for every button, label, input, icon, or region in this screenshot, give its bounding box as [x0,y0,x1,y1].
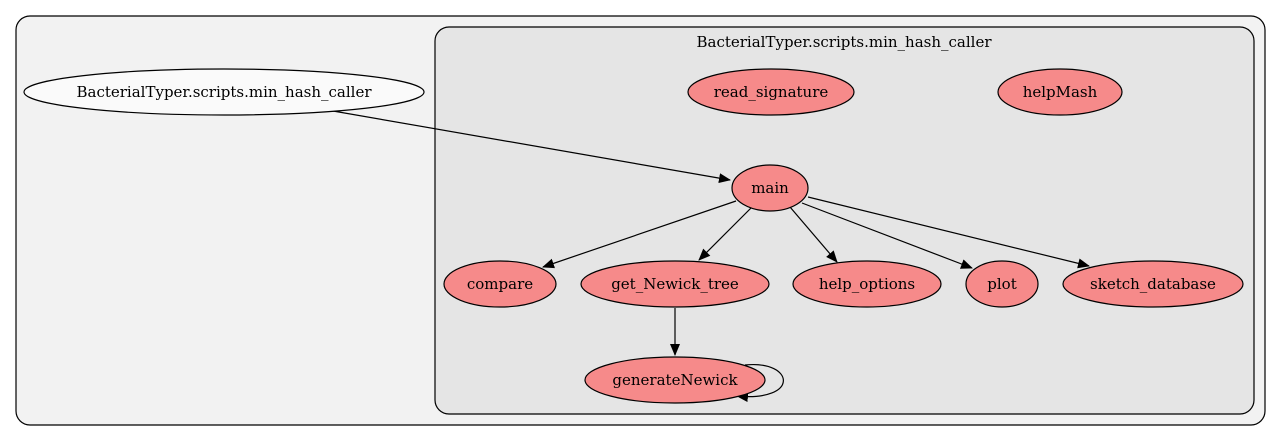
edge-main-to-help-options [789,206,838,263]
node-sketch-database-label: sketch_database [1090,275,1216,293]
node-read-signature[interactable]: read_signature [687,68,855,116]
edge-main-to-get-newick-tree [698,207,752,261]
node-module-shape [23,68,425,116]
node-plot[interactable]: plot [965,260,1039,308]
node-get-newick-tree-label: get_Newick_tree [611,275,739,293]
node-sketch-database[interactable]: sketch_database [1062,260,1244,308]
node-get-newick-tree-shape [580,260,770,308]
node-plot-shape [965,260,1039,308]
node-sketch-database-shape [1062,260,1244,308]
node-generate-newick[interactable]: generateNewick [584,356,766,404]
node-help-options-label: help_options [819,275,915,293]
node-read-signature-label: read_signature [714,83,829,101]
edge-main-to-plot [801,202,973,269]
node-helpmash-shape [997,68,1123,116]
node-module-label: BacterialTyper.scripts.min_hash_caller [76,83,372,101]
edge-main-to-compare [542,200,737,269]
node-help-options[interactable]: help_options [792,260,942,308]
node-generate-newick-label: generateNewick [612,371,738,389]
node-read-signature-shape [687,68,855,116]
inner-cluster [434,26,1255,415]
node-compare-label: compare [467,275,533,293]
node-module[interactable]: BacterialTyper.scripts.min_hash_caller [23,68,425,116]
node-compare[interactable]: compare [443,260,557,308]
edge-main-to-sketch-database [807,196,1090,269]
node-helpmash-label: helpMash [1023,83,1098,101]
node-generate-newick-shape [584,356,766,404]
node-main[interactable]: main [731,164,809,212]
node-helpmash[interactable]: helpMash [997,68,1123,116]
edge-module-to-main [332,110,731,184]
node-help-options-shape [792,260,942,308]
edges [332,110,1090,403]
edge-generate-newick-self-loop [736,364,784,403]
inner-cluster-label: BacterialTyper.scripts.min_hash_caller [696,33,992,51]
node-plot-label: plot [987,275,1016,293]
node-main-shape [731,164,809,212]
node-get-newick-tree[interactable]: get_Newick_tree [580,260,770,308]
node-compare-shape [443,260,557,308]
node-main-label: main [751,179,789,197]
